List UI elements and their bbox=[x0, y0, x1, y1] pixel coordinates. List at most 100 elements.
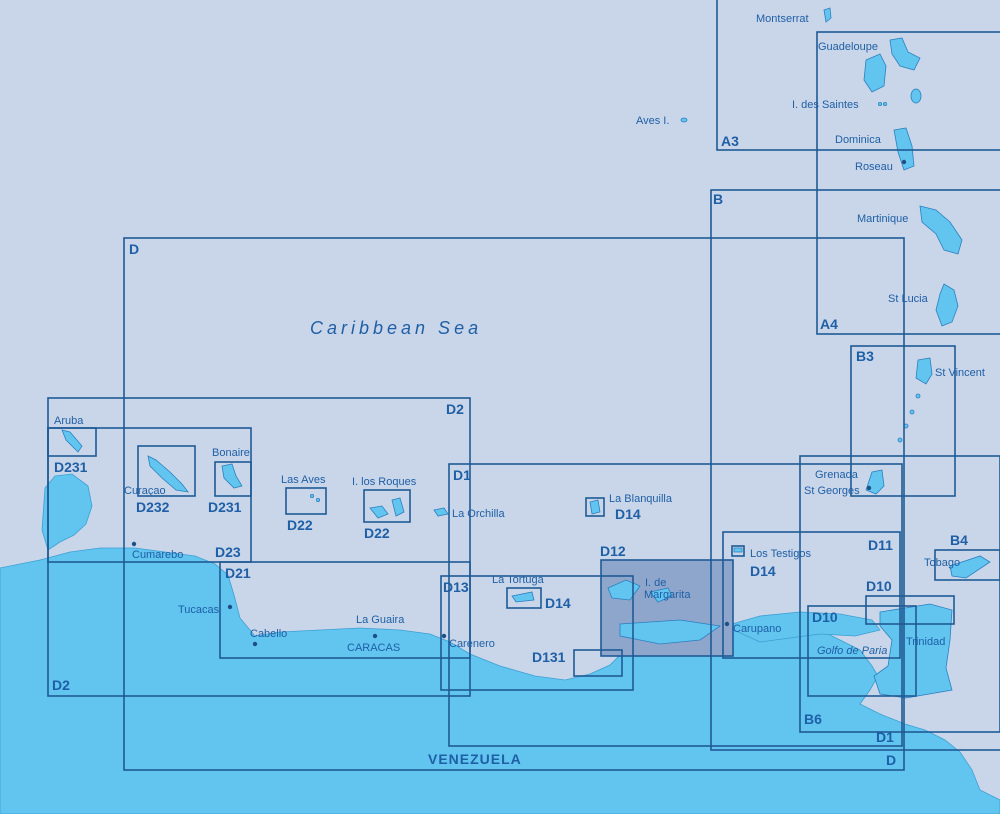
code-d10-left: D10 bbox=[812, 609, 838, 625]
code-d11: D11 bbox=[868, 537, 893, 553]
bonaire-island bbox=[221, 463, 243, 489]
grenadines-islet bbox=[915, 393, 921, 399]
gulf-label: Golfo de Paria bbox=[817, 645, 887, 657]
chart-box-b4[interactable] bbox=[934, 549, 1000, 581]
chart-box-d14-blanquilla[interactable] bbox=[585, 497, 605, 517]
code-d10-top: D10 bbox=[866, 578, 892, 594]
la-orchilla-label: La Orchilla bbox=[452, 508, 505, 520]
tobago-island bbox=[949, 555, 991, 579]
carupano-dot bbox=[724, 621, 730, 627]
code-d1: D1 bbox=[453, 467, 471, 483]
carupano-label: Carupano bbox=[733, 623, 781, 635]
chart-box-b6[interactable] bbox=[799, 455, 1000, 733]
st-vincent-island bbox=[915, 357, 933, 385]
caracas-dot bbox=[372, 633, 378, 639]
chart-box-d22-roques[interactable] bbox=[363, 489, 411, 523]
country-label: VENEZUELA bbox=[428, 751, 522, 767]
la-tortuga-island bbox=[511, 591, 535, 603]
chart-box-d21[interactable] bbox=[219, 561, 471, 659]
chart-box-b3[interactable] bbox=[850, 345, 956, 497]
las-aves-label: Las Aves bbox=[281, 474, 326, 486]
code-a4: A4 bbox=[820, 316, 838, 332]
code-a3: A3 bbox=[721, 133, 739, 149]
cumarebo-label: Cumarebo bbox=[132, 549, 183, 561]
los-testigos-label: Los Testigos bbox=[750, 548, 811, 560]
code-d131: D131 bbox=[532, 649, 566, 665]
carenero-label: Carenero bbox=[449, 638, 495, 650]
chart-box-d23[interactable] bbox=[47, 427, 252, 563]
code-d23: D23 bbox=[215, 544, 241, 560]
code-d2: D2 bbox=[446, 401, 464, 417]
tucacas-label: Tucacas bbox=[178, 604, 220, 616]
tobago-label: Tobago bbox=[924, 557, 960, 569]
margarita-label-line1: I. de bbox=[645, 577, 666, 589]
code-d-bottom: D bbox=[886, 752, 896, 768]
code-d21: D21 bbox=[225, 565, 251, 581]
margarita-island bbox=[607, 579, 673, 603]
los-testigos-islands bbox=[733, 547, 743, 553]
chart-box-d14-testigos[interactable] bbox=[731, 545, 745, 557]
code-d: D bbox=[129, 241, 139, 257]
chart-box-d13[interactable] bbox=[440, 575, 634, 691]
aves-label: Aves I. bbox=[636, 115, 669, 127]
margarita-label-line2: Margarita bbox=[644, 589, 691, 601]
chart-box-a3[interactable] bbox=[716, 0, 1000, 151]
paraguana-peninsula bbox=[41, 473, 93, 551]
st-lucia-label: St Lucia bbox=[888, 293, 929, 305]
st-georges-label: St Georges bbox=[804, 485, 860, 497]
chart-box-d22-aves[interactable] bbox=[285, 487, 327, 515]
cabello-label: Cabello bbox=[250, 628, 287, 640]
aruba-label: Aruba bbox=[54, 415, 84, 427]
code-d2-bottom: D2 bbox=[52, 677, 70, 693]
code-d14-tortuga: D14 bbox=[545, 595, 571, 611]
chart-box-d11[interactable] bbox=[722, 531, 901, 659]
grenada-label: Grenada bbox=[815, 469, 859, 481]
chart-box-b[interactable] bbox=[710, 189, 1000, 751]
code-b: B bbox=[713, 191, 723, 207]
saintes-islets bbox=[878, 102, 883, 107]
las-aves-islet-2 bbox=[315, 497, 320, 502]
la-orchilla-island bbox=[433, 507, 449, 517]
caracas-label: CARACAS bbox=[347, 642, 400, 654]
chart-box-d14-tortuga[interactable] bbox=[506, 587, 542, 609]
montserrat-label: Montserrat bbox=[756, 13, 809, 25]
trinidad-island bbox=[873, 603, 953, 699]
code-d231-aruba: D231 bbox=[54, 459, 88, 475]
la-blanquilla-island bbox=[589, 499, 601, 515]
chart-box-d[interactable] bbox=[123, 237, 905, 771]
martinique-label: Martinique bbox=[857, 213, 908, 225]
aruba-island bbox=[61, 429, 83, 453]
chart-box-d10-top[interactable] bbox=[865, 595, 955, 625]
code-d22-aves: D22 bbox=[287, 517, 313, 533]
guadeloupe-island bbox=[863, 37, 921, 93]
las-aves-islet bbox=[309, 493, 314, 498]
code-d1-bottom: D1 bbox=[876, 729, 894, 745]
cabello-dot bbox=[252, 641, 258, 647]
code-b4: B4 bbox=[950, 532, 968, 548]
chart-box-d232[interactable] bbox=[137, 445, 196, 497]
saintes-islets-2 bbox=[883, 102, 888, 107]
chart-box-d10-left[interactable] bbox=[807, 605, 917, 697]
bonaire-label: Bonaire bbox=[212, 447, 250, 459]
code-d231-bonaire: D231 bbox=[208, 499, 242, 515]
chart-box-d1[interactable] bbox=[448, 463, 903, 747]
montserrat-island bbox=[823, 7, 832, 23]
chart-box-a4[interactable] bbox=[816, 31, 1000, 335]
trinidad-label: Trinidad bbox=[906, 636, 945, 648]
code-d14-testigos: D14 bbox=[750, 563, 776, 579]
code-d22-roques: D22 bbox=[364, 525, 390, 541]
paria-peninsula bbox=[723, 611, 881, 643]
code-b3: B3 bbox=[856, 348, 874, 364]
carenero-dot bbox=[441, 633, 447, 639]
code-b6: B6 bbox=[804, 711, 822, 727]
aves-island bbox=[680, 117, 688, 123]
la-tortuga-label: La Tortuga bbox=[492, 574, 545, 586]
code-d232: D232 bbox=[136, 499, 170, 515]
roseau-dot bbox=[901, 159, 907, 165]
curacao-island bbox=[147, 455, 189, 493]
cumarebo-dot bbox=[131, 541, 137, 547]
chart-box-d131[interactable] bbox=[573, 649, 623, 677]
la-blanquilla-label: La Blanquilla bbox=[609, 493, 673, 505]
